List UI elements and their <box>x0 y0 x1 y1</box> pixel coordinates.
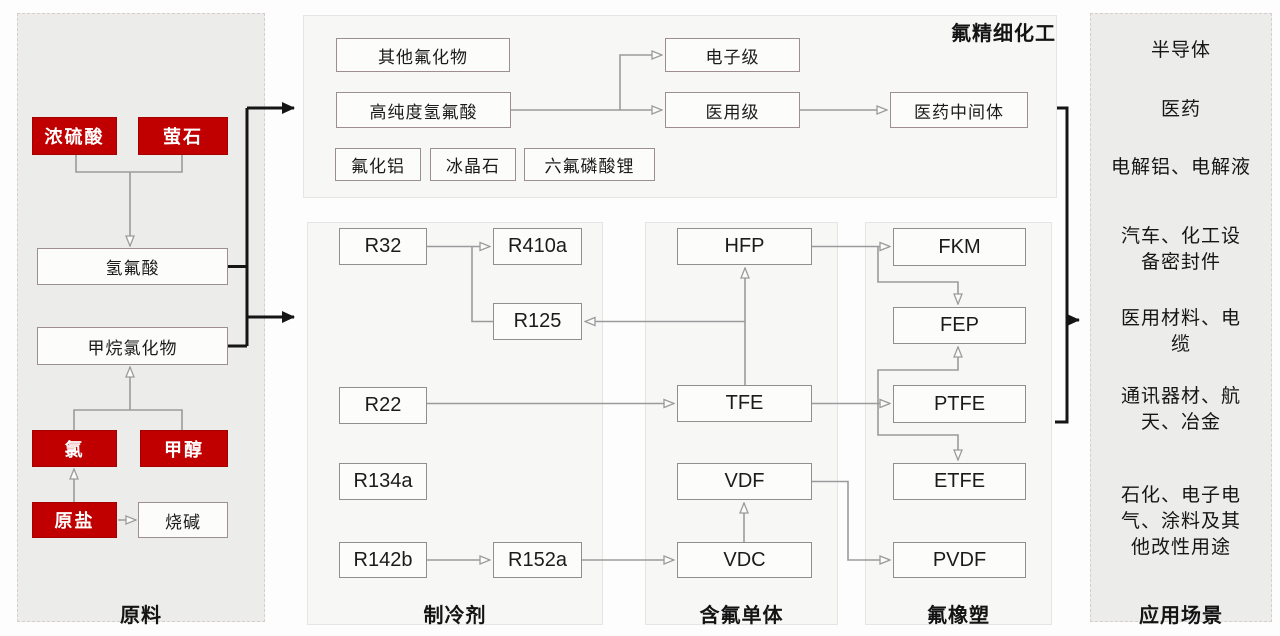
app-item-medical-cables: 医用材料、电 缆 <box>1120 308 1241 355</box>
applications-panel <box>1090 13 1272 622</box>
panel-label-raw-materials: 原料 <box>120 605 162 627</box>
panel-label-fine-chemicals: 氟精细化工 <box>951 23 1056 45</box>
node-etfe: ETFE <box>893 463 1026 500</box>
panel-label-applications: 应用场景 <box>1139 605 1223 627</box>
node-tfe: TFE <box>677 385 812 422</box>
node-r152a: R152a <box>493 542 582 578</box>
node-vdc: VDC <box>677 542 812 578</box>
app-item-auto-seals: 汽车、化工设 备密封件 <box>1120 226 1241 273</box>
node-raw-salt: 原盐 <box>32 502 117 538</box>
node-other-fluorides: 其他氟化物 <box>336 38 510 72</box>
node-methane-chlorides: 甲烷氯化物 <box>37 327 228 365</box>
app-item-comms-aero: 通讯器材、航 天、冶金 <box>1120 386 1241 433</box>
node-high-purity-hf: 高纯度氢氟酸 <box>336 92 511 128</box>
node-hfp: HFP <box>677 228 812 265</box>
node-methanol: 甲醇 <box>140 430 228 467</box>
app-item-pharma: 医药 <box>1160 99 1201 120</box>
panel-label-fluoropolymers: 氟橡塑 <box>927 605 990 627</box>
node-fkm: FKM <box>893 228 1026 266</box>
node-aluminum-fluoride: 氟化铝 <box>335 148 421 181</box>
node-pvdf: PVDF <box>893 542 1026 578</box>
panel-label-monomers: 含氟单体 <box>699 605 784 627</box>
node-pharma-intermediates: 医药中间体 <box>890 92 1028 128</box>
app-item-electrolytic: 电解铝、电解液 <box>1110 157 1251 178</box>
panel-label-refrigerants: 制冷剂 <box>423 605 487 627</box>
node-r32: R32 <box>339 228 427 265</box>
node-r142b: R142b <box>339 542 427 578</box>
node-chlorine: 氯 <box>32 430 117 467</box>
node-r134a: R134a <box>339 463 427 500</box>
node-r410a: R410a <box>493 228 582 265</box>
node-vdf: VDF <box>677 463 812 500</box>
node-r22: R22 <box>339 387 427 424</box>
node-fep: FEP <box>893 307 1026 344</box>
node-sulfuric-acid: 浓硫酸 <box>32 117 117 155</box>
app-item-petrochem-coatings: 石化、电子电 气、涂料及其 他改性用途 <box>1120 485 1241 558</box>
node-hydrofluoric-acid: 氢氟酸 <box>37 248 228 285</box>
node-ptfe: PTFE <box>893 385 1026 423</box>
node-r125: R125 <box>493 303 582 340</box>
node-lithium-hexafluorophosphate: 六氟磷酸锂 <box>524 148 655 181</box>
node-electronic-grade: 电子级 <box>665 38 800 72</box>
node-medical-grade: 医用级 <box>665 92 800 128</box>
node-fluorite: 萤石 <box>138 117 228 155</box>
app-item-semiconductor: 半导体 <box>1150 40 1211 61</box>
node-caustic-soda: 烧碱 <box>138 502 228 538</box>
node-cryolite: 冰晶石 <box>430 148 516 181</box>
